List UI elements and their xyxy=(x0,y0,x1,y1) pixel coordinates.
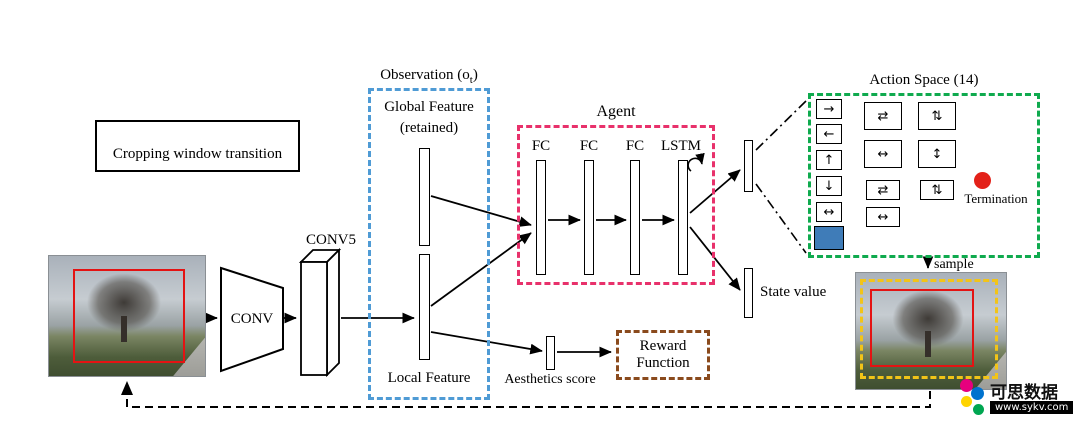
action-shrink-x-icon: ⇄ xyxy=(866,180,900,200)
arrow-lstm-to-value-bar xyxy=(689,226,741,291)
input-image xyxy=(48,255,206,377)
crop-window-red-output xyxy=(870,289,974,367)
local-feature-label: Local Feature xyxy=(387,370,471,386)
global-feature-label-line1: Global Feature xyxy=(384,99,474,115)
watermark-dot-blue-icon xyxy=(971,387,984,400)
action-scale-y-out-icon: ⇅ xyxy=(918,102,956,130)
watermark-brand: 可思数据 xyxy=(990,383,1058,403)
termination-dot xyxy=(974,172,991,189)
action-move-up-icon: ↑ xyxy=(816,150,842,170)
output-image xyxy=(855,272,1007,390)
reward-label-line2: Function xyxy=(636,355,690,371)
watermark-url: www.sykv.com xyxy=(990,401,1074,414)
global-feature-label-line2: (retained) xyxy=(399,120,459,136)
action-aspect-icon: ↔ xyxy=(866,207,900,227)
observation-title-sub: t xyxy=(469,74,473,86)
action-shrink-y-icon: ⇅ xyxy=(920,180,954,200)
agent-layer-label-fc1: FC xyxy=(531,138,551,154)
action-scale-x-in-icon: ↔ xyxy=(864,140,902,168)
lstm-loop-icon xyxy=(687,152,705,172)
action-scale-y-in-icon: ↕ xyxy=(918,140,956,168)
watermark-dot-yellow-icon xyxy=(961,396,972,407)
arrow-local-to-aesthetics xyxy=(430,331,543,355)
conv-label: CONV xyxy=(230,311,274,327)
tree-trunk xyxy=(925,331,931,357)
action-move-down-icon: ↓ xyxy=(816,176,842,196)
action-distribution-bar xyxy=(744,140,753,192)
termination-label: Termination xyxy=(964,191,1028,206)
legend-label: Cropping window transition xyxy=(112,146,283,162)
arrow-global-to-agent xyxy=(430,195,532,227)
action-widen-icon: ↔ xyxy=(816,202,842,222)
reward-label-line1: Reward xyxy=(639,338,687,354)
reward-function-box: Reward Function xyxy=(616,330,710,380)
fc3-bar xyxy=(630,160,640,275)
conv-trapezoid xyxy=(220,266,284,373)
fc2-bar xyxy=(584,160,594,275)
observation-title-prefix: Observation (o xyxy=(380,67,470,83)
aesthetics-score-label: Aesthetics score xyxy=(504,372,596,387)
action-move-right-icon: → xyxy=(816,99,842,119)
observation-title: Observation (ot) xyxy=(356,66,502,88)
observation-title-suffix: ) xyxy=(472,67,478,83)
dashdot-to-action-space-top xyxy=(755,100,807,151)
fc1-bar xyxy=(536,160,546,275)
legend-box: Cropping window transition xyxy=(95,120,300,172)
sampled-crop-window-yellow xyxy=(860,279,998,379)
arrow-lstm-to-action-bar xyxy=(689,169,741,214)
state-value-label: State value xyxy=(760,284,827,300)
aesthetics-score-bar xyxy=(546,336,555,370)
agent-layer-label-fc3: FC xyxy=(625,138,645,154)
sample-label: sample xyxy=(934,257,974,272)
action-scale-x-out-icon: ⇄ xyxy=(864,102,902,130)
selected-action-box xyxy=(814,226,844,250)
watermark-dot-magenta-icon xyxy=(960,379,973,392)
arrow-local-to-agent xyxy=(430,232,532,307)
dashdot-to-action-space-bottom xyxy=(755,183,807,254)
agent-layer-label-lstm: LSTM xyxy=(660,138,701,154)
action-space-title: Action Space (14) xyxy=(869,72,979,88)
state-value-bar xyxy=(744,268,753,318)
conv5-cuboid-side xyxy=(326,247,340,378)
conv5-cuboid-front xyxy=(300,261,328,376)
crop-window-red xyxy=(73,269,185,363)
agent-box xyxy=(517,125,715,285)
conv5-label: CONV5 xyxy=(305,232,356,248)
global-feature-bar xyxy=(419,148,430,246)
watermark-dot-green-icon xyxy=(973,404,984,415)
feedback-dashed-line xyxy=(121,381,931,408)
lstm-bar xyxy=(678,160,688,275)
observation-box xyxy=(368,88,490,400)
agent-title: Agent xyxy=(596,103,636,120)
watermark-logo: 可思数据 www.sykv.com xyxy=(958,376,1080,422)
local-feature-bar xyxy=(419,254,430,360)
tree-trunk xyxy=(120,316,127,343)
agent-layer-label-fc2: FC xyxy=(579,138,599,154)
action-move-left-icon: ← xyxy=(816,124,842,144)
